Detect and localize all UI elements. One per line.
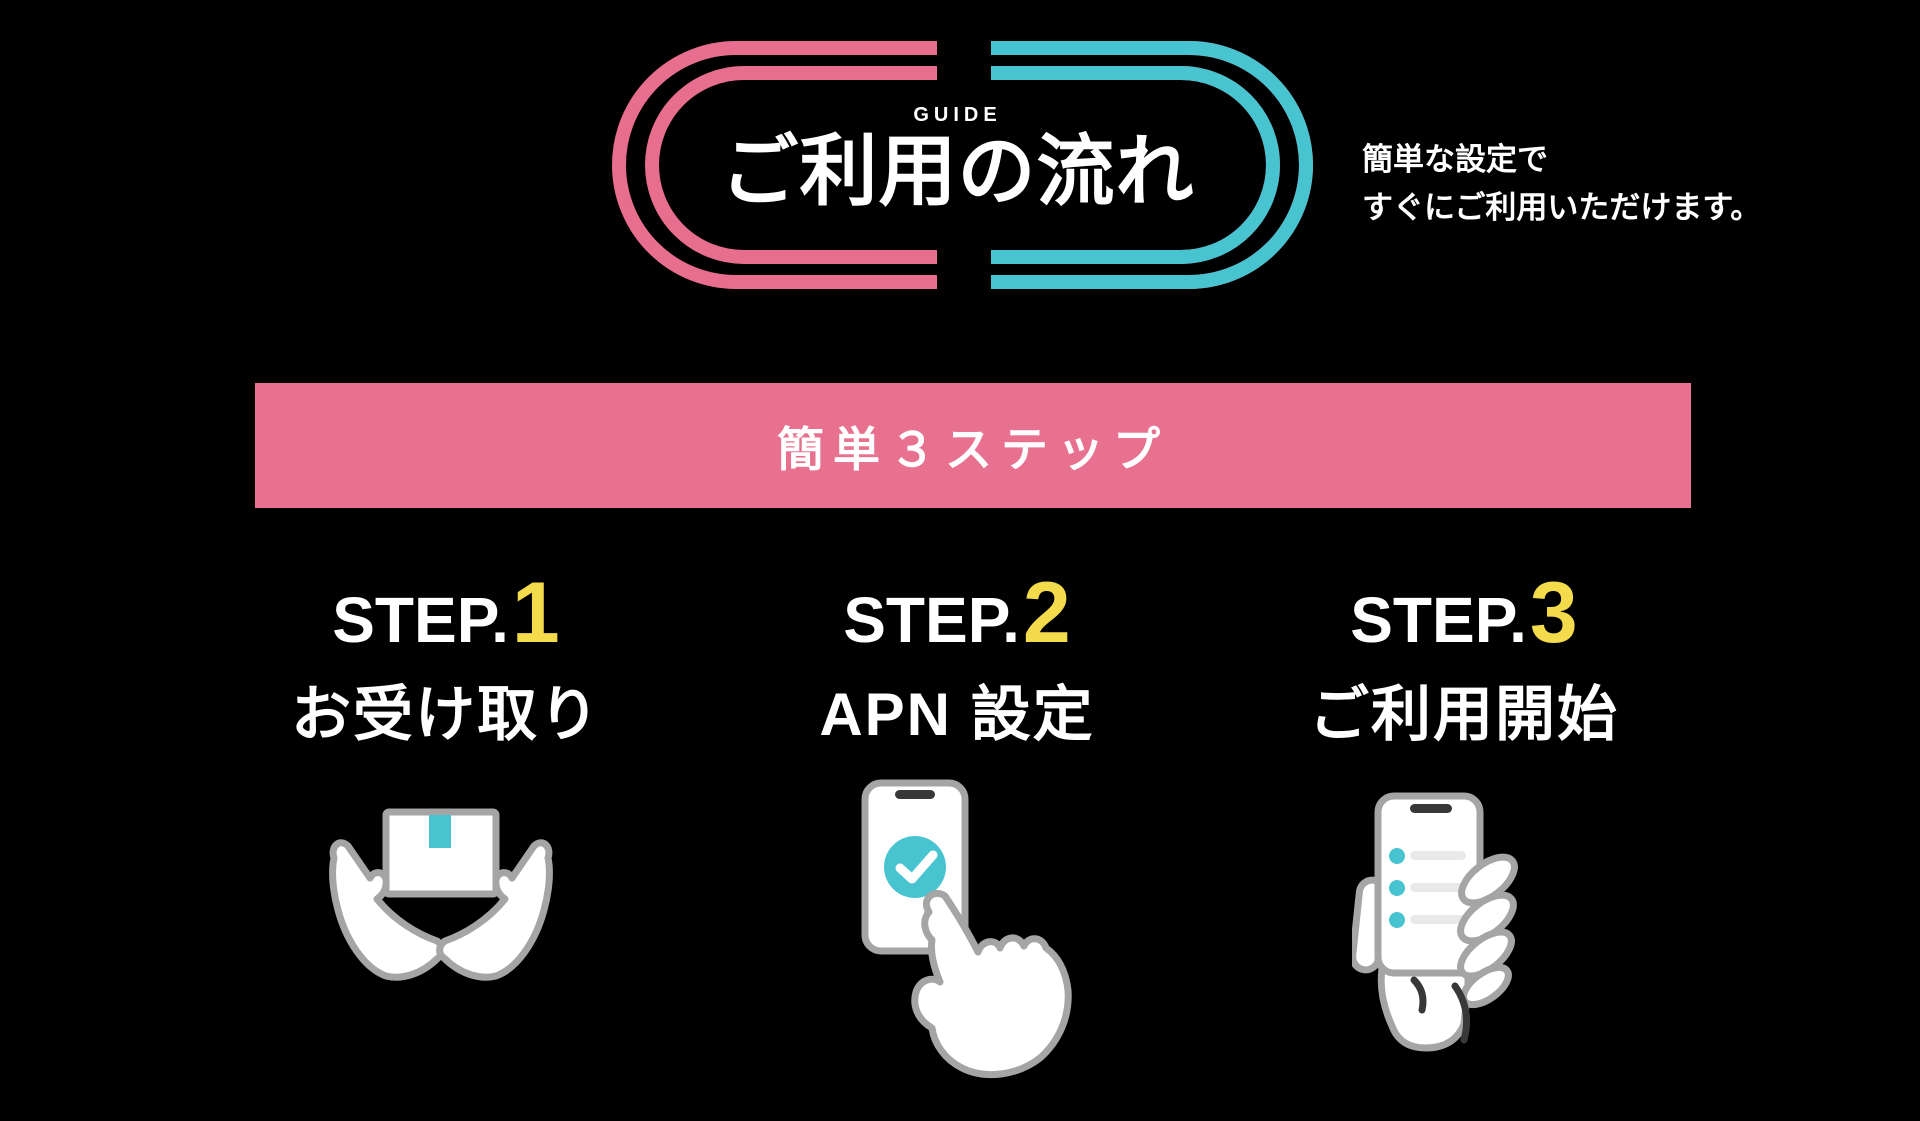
step-label: APN 設定	[819, 681, 1095, 748]
badge-kicker: GUIDE	[913, 104, 1002, 126]
package-box	[382, 808, 500, 898]
guide-badge: GUIDE ご利用の流れ	[595, 28, 1320, 290]
step-prefix: STEP.	[1350, 584, 1527, 656]
step-column-3: STEP. 3 ご利用開始	[1254, 560, 1674, 753]
step-label: ご利用開始	[1309, 681, 1619, 748]
hands-box-icon	[329, 808, 553, 981]
left-hand	[329, 839, 446, 981]
step-number: 2	[1022, 565, 1071, 661]
step-label: お受け取り	[291, 681, 601, 748]
step-column-1: STEP. 1 お受け取り	[236, 560, 656, 753]
section-title: ご利用の流れ	[720, 127, 1195, 215]
check-circle	[884, 836, 946, 898]
hand-phone-icon	[1352, 792, 1518, 1052]
step-number: 1	[511, 565, 560, 661]
tagline-line1: 簡単な設定で	[1362, 142, 1548, 177]
badge-frame-icon	[612, 28, 1313, 290]
pointing-hand	[911, 889, 1072, 1079]
phone-notch	[895, 790, 935, 799]
steps-banner: 簡単３ステップ	[255, 383, 1691, 508]
step-column-2: STEP. 2 APN 設定	[747, 560, 1167, 753]
gripping-fingers	[1457, 853, 1518, 1009]
step-prefix: STEP.	[332, 584, 509, 656]
right-hand	[436, 839, 553, 981]
banner-label: 簡単３ステップ	[777, 423, 1169, 476]
step-prefix: STEP.	[843, 584, 1020, 656]
step-heading-1: STEP. 1	[236, 560, 656, 656]
tagline: 簡単な設定で すぐにご利用いただけます。	[1362, 136, 1761, 232]
tagline-line2: すぐにご利用いただけます。	[1362, 190, 1762, 225]
check-mark-icon	[895, 850, 938, 884]
step-number: 3	[1529, 565, 1578, 661]
phone-check-icon	[861, 779, 1072, 1079]
package-tape	[429, 815, 451, 848]
step-heading-2: STEP. 2	[747, 560, 1167, 656]
hand-creases	[1410, 976, 1470, 1044]
phone-notch	[1410, 804, 1452, 813]
step-heading-3: STEP. 3	[1254, 560, 1674, 656]
list-rows	[1389, 848, 1466, 928]
